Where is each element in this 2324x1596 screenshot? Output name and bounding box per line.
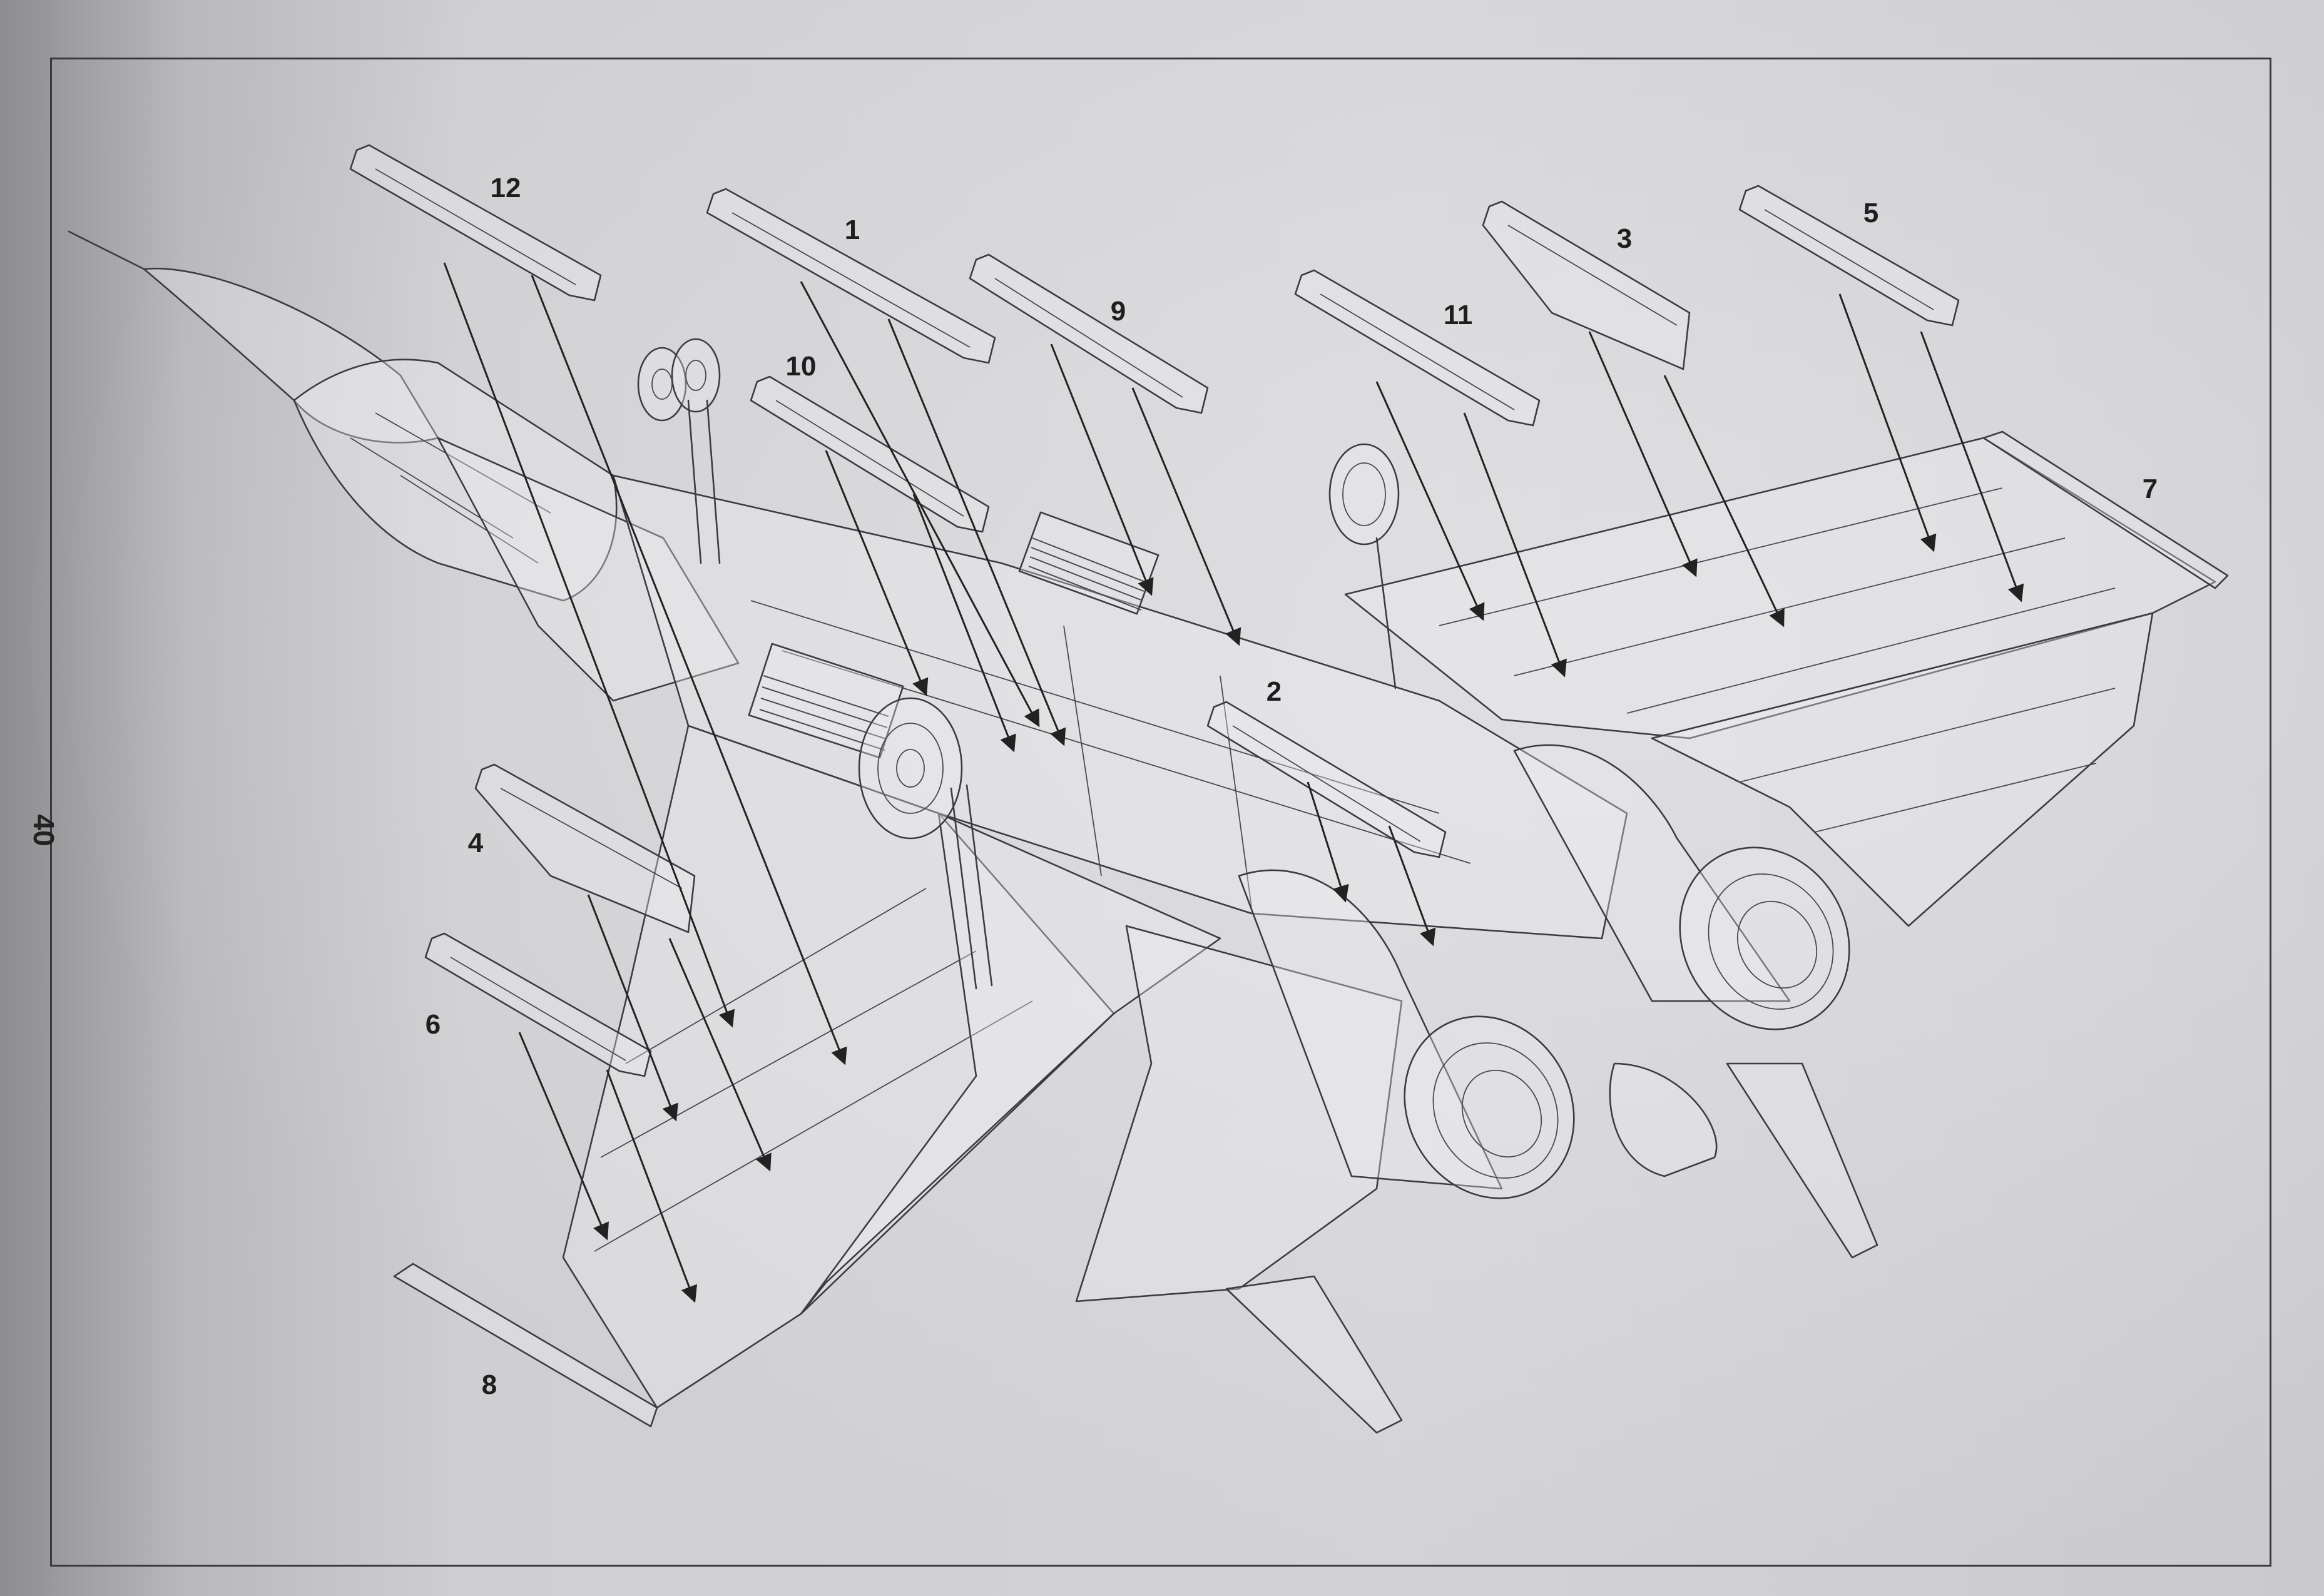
tail-cone bbox=[1609, 1062, 1718, 1177]
callout-4: 4 bbox=[468, 828, 484, 858]
arrow-4b bbox=[668, 938, 772, 1172]
intake-grill bbox=[748, 643, 904, 759]
arrow-1b bbox=[887, 318, 1066, 746]
arrow-1a bbox=[800, 281, 1040, 728]
callout-7: 7 bbox=[2143, 474, 2158, 504]
arrow-3b bbox=[1663, 375, 1785, 628]
right-nacelle bbox=[1513, 744, 1791, 1002]
left-ventral-fin bbox=[1225, 1275, 1403, 1434]
forward-fuselage bbox=[293, 358, 618, 602]
pitot-probe bbox=[68, 230, 145, 270]
left-main-landing-gear bbox=[858, 697, 993, 990]
pylon-4 bbox=[474, 763, 696, 933]
right-flaperon bbox=[1651, 612, 2154, 927]
arrow-6b bbox=[606, 1069, 698, 1303]
right-main-landing-gear bbox=[1328, 443, 1400, 689]
pylon-6 bbox=[424, 932, 652, 1077]
arrow-6a bbox=[518, 1032, 609, 1241]
arrow-5b bbox=[1920, 331, 2024, 602]
nose-landing-gear bbox=[637, 338, 721, 564]
callout-8: 8 bbox=[482, 1370, 497, 1400]
arrow-3a bbox=[1588, 331, 1698, 577]
grill-lines-lower bbox=[759, 675, 889, 751]
callout-10: 10 bbox=[786, 351, 817, 382]
arrow-2b bbox=[1388, 825, 1436, 947]
arrow-9b bbox=[1131, 387, 1241, 646]
left-wingtip-rail bbox=[393, 1263, 658, 1428]
arrow-12a bbox=[443, 262, 735, 1028]
arrow-11a bbox=[1375, 381, 1485, 621]
grill-lines-upper bbox=[1028, 537, 1146, 611]
arrow-12b bbox=[531, 275, 847, 1065]
page-frame bbox=[50, 58, 2271, 1567]
pylon-2 bbox=[1206, 701, 1447, 858]
left-stabilizer bbox=[1075, 925, 1403, 1303]
arrow-10a bbox=[825, 450, 929, 696]
arrow-10b bbox=[912, 494, 1016, 753]
left-exhaust-nozzle bbox=[1404, 1015, 1575, 1199]
callout-3: 3 bbox=[1617, 223, 1632, 254]
airframe bbox=[68, 230, 2229, 1434]
left-nacelle bbox=[1238, 869, 1503, 1190]
assembly-arrows bbox=[443, 262, 2024, 1303]
pylon-5 bbox=[1738, 185, 1960, 327]
callout-numbers: 12 1 10 9 11 3 5 7 2 4 6 8 bbox=[426, 173, 2158, 1400]
pylon-12 bbox=[349, 144, 602, 302]
left-wing bbox=[562, 724, 1115, 1409]
pylons bbox=[349, 144, 1960, 1077]
pylon-10 bbox=[750, 375, 990, 533]
arrow-5a bbox=[1838, 293, 1937, 552]
pylon-9 bbox=[969, 253, 1209, 414]
arrow-9a bbox=[1050, 343, 1154, 596]
callout-12: 12 bbox=[491, 173, 521, 203]
pylon-11 bbox=[1294, 269, 1541, 427]
right-wingtip-rail bbox=[1982, 430, 2229, 589]
pylon-3 bbox=[1482, 200, 1691, 370]
left-flaperon bbox=[800, 812, 1221, 1315]
callout-11: 11 bbox=[1444, 300, 1473, 330]
right-exhaust-nozzle bbox=[1679, 846, 1850, 1030]
callout-9: 9 bbox=[1111, 296, 1126, 327]
callout-6: 6 bbox=[426, 1009, 441, 1040]
right-ventral-fin bbox=[1726, 1062, 1878, 1259]
arrow-4a bbox=[587, 894, 678, 1122]
arrow-11b bbox=[1463, 412, 1567, 678]
pylon-1 bbox=[706, 188, 996, 364]
callout-5: 5 bbox=[1863, 198, 1878, 228]
arrow-2a bbox=[1307, 781, 1349, 903]
callout-1: 1 bbox=[845, 215, 860, 245]
callout-2: 2 bbox=[1266, 676, 1282, 707]
nose-radome bbox=[143, 267, 439, 444]
